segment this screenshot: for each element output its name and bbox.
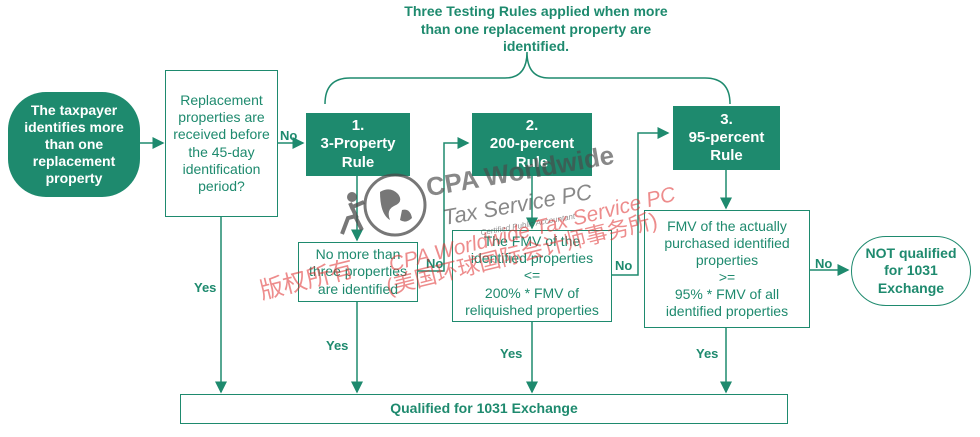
rule-1-3-property: 1. 3-Property Rule (306, 113, 410, 176)
label-no-decision: No (280, 128, 298, 143)
qualified-node: Qualified for 1031 Exchange (180, 394, 788, 424)
check-95-percent-fmv: FMV of the actually purchased identified… (644, 210, 810, 328)
start-node: The taxpayer identifies more than one re… (8, 92, 140, 197)
rule-3-95-percent: 3. 95-percent Rule (673, 106, 780, 170)
label-yes-check2: Yes (500, 346, 523, 361)
label-yes-check3: Yes (696, 346, 719, 361)
rules-brace (324, 51, 731, 105)
check-200-percent-fmv: The FMV of the identified properties <= … (452, 230, 612, 322)
label-yes-decision: Yes (194, 280, 217, 295)
check-three-properties: No more than three properties are identi… (298, 242, 418, 302)
diagram-title: Three Testing Rules applied when more th… (404, 3, 668, 54)
decision-45-day: Replacement properties are received befo… (165, 70, 278, 217)
label-no-check1: No (426, 256, 444, 271)
label-yes-check1: Yes (326, 338, 349, 353)
not-qualified-node: NOT qualified for 1031 Exchange (851, 236, 971, 306)
label-no-check2: No (615, 258, 633, 273)
label-no-check3: No (815, 256, 833, 271)
rule-2-200-percent: 2. 200-percent Rule (472, 113, 592, 176)
